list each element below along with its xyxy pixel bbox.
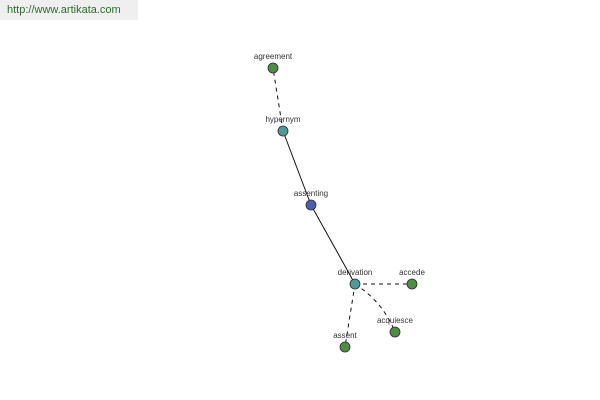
node-hypernym-circle[interactable] — [277, 125, 289, 137]
edge-assenting-derivation — [310, 204, 356, 285]
node-derivation-label: derivation — [338, 268, 373, 277]
edge-derivation-assent — [344, 283, 356, 348]
node-assenting-label: assenting — [294, 189, 328, 198]
node-agreement-label: agreement — [254, 52, 293, 61]
node-acquiesce[interactable]: acquiesce — [377, 316, 414, 338]
nodes-layer: agreement hypernym assenting derivation acce… — [254, 52, 425, 353]
node-hypernym[interactable]: hypernym — [265, 115, 301, 137]
edges-layer — [272, 67, 412, 348]
node-derivation[interactable]: derivation — [338, 268, 373, 290]
node-hypernym-label: hypernym — [265, 115, 300, 124]
node-accede[interactable]: accede — [399, 268, 425, 290]
node-accede-label: accede — [399, 268, 425, 277]
edge-derivation-acquiesce — [354, 283, 396, 333]
node-derivation-circle[interactable] — [349, 278, 361, 290]
node-assenting[interactable]: assenting — [294, 189, 328, 211]
node-agreement[interactable]: agreement — [254, 52, 293, 74]
node-accede-circle[interactable] — [406, 278, 418, 290]
node-assent[interactable]: assent — [333, 331, 358, 353]
node-acquiesce-circle[interactable] — [389, 326, 401, 338]
node-acquiesce-label: acquiesce — [377, 316, 414, 325]
node-assenting-circle[interactable] — [305, 199, 317, 211]
node-agreement-circle[interactable] — [267, 62, 279, 74]
edge-assenting-hypernym — [282, 130, 312, 206]
node-assent-label: assent — [333, 331, 357, 340]
edge-hypernym-agreement — [272, 67, 284, 132]
node-assent-circle[interactable] — [339, 341, 351, 353]
site-url-banner[interactable]: http://www.artikata.com — [0, 0, 138, 20]
